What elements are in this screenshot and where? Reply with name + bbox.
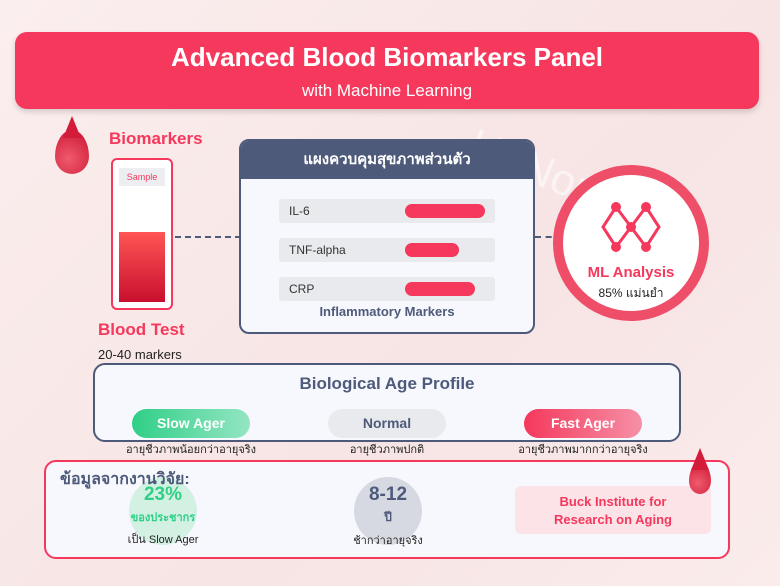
health-dashboard: แผงควบคุมสุขภาพส่วนตัว IL-6 TNF-alpha CR… — [239, 139, 535, 334]
connector-line — [503, 236, 573, 238]
research-title: ข้อมูลจากงานวิจัย: — [60, 471, 190, 488]
blood-fill — [119, 232, 165, 302]
marker-bar — [405, 243, 460, 257]
stat-circle — [354, 477, 422, 545]
age-profile-panel: Biological Age Profile Slow Ager Normal … — [93, 363, 681, 442]
marker-name: IL-6 — [289, 204, 310, 218]
biomarkers-title: Biomarkers — [109, 129, 203, 148]
dashboard-title: แผงควบคุมสุขภาพส่วนตัว — [241, 141, 533, 179]
blood-drop-icon — [55, 116, 89, 174]
title-banner: Advanced Blood Biomarkers Panel with Mac… — [15, 32, 759, 109]
sample-label: Sample — [119, 168, 165, 186]
stat-desc: เป็น Slow Ager — [127, 534, 199, 546]
neural-network-icon — [601, 202, 661, 252]
stat-value: 8-12 — [368, 484, 408, 505]
marker-name: TNF-alpha — [289, 243, 346, 257]
stat-desc: ช้ากว่าอายุจริง — [353, 535, 423, 547]
stat-population: 23% ของประชากร เป็น Slow Ager — [103, 484, 223, 548]
marker-count: 20-40 markers — [98, 347, 182, 362]
research-panel: ข้อมูลจากงานวิจัย: 23% ของประชากร เป็น S… — [44, 460, 730, 559]
slow-ager-pill: Slow Ager — [132, 409, 250, 438]
slow-ager-desc: อายุชีวภาพน้อยกว่าอายุจริง — [125, 444, 257, 456]
age-profile-title: Biological Age Profile — [299, 374, 475, 393]
marker-row: IL-6 — [279, 199, 495, 223]
fast-ager-pill: Fast Ager — [524, 409, 642, 438]
connector-line — [175, 236, 271, 238]
page-subtitle: with Machine Learning — [301, 81, 473, 100]
ml-accuracy: 85% แม่นยำ — [598, 286, 664, 300]
dashboard-caption: Inflammatory Markers — [319, 304, 455, 319]
stat-circle — [129, 477, 197, 545]
marker-bar — [405, 282, 475, 296]
blood-test-title: Blood Test — [98, 320, 185, 339]
blood-drop-icon — [689, 448, 711, 494]
ml-title: ML Analysis — [587, 264, 675, 281]
test-tube: Sample — [111, 158, 173, 310]
marker-bar — [405, 204, 485, 218]
fast-ager-desc: อายุชีวภาพมากกว่าอายุจริง — [518, 444, 648, 456]
stat-unit: ปี — [384, 510, 392, 524]
research-source: Buck Institute for Research on Aging — [515, 486, 711, 534]
stat-years: 8-12 ปี ช้ากว่าอายุจริง — [328, 484, 448, 549]
marker-row: TNF-alpha — [279, 238, 495, 262]
stat-value: 23% — [143, 484, 183, 505]
normal-pill: Normal — [328, 409, 446, 438]
stat-unit: ของประชากร — [130, 512, 196, 524]
ml-analysis-circle: ML Analysis 85% แม่นยำ — [553, 165, 709, 321]
page-title: Advanced Blood Biomarkers Panel — [170, 42, 604, 72]
marker-row: CRP — [279, 277, 495, 301]
normal-desc: อายุชีวภาพปกติ — [349, 444, 425, 456]
marker-name: CRP — [289, 282, 315, 296]
